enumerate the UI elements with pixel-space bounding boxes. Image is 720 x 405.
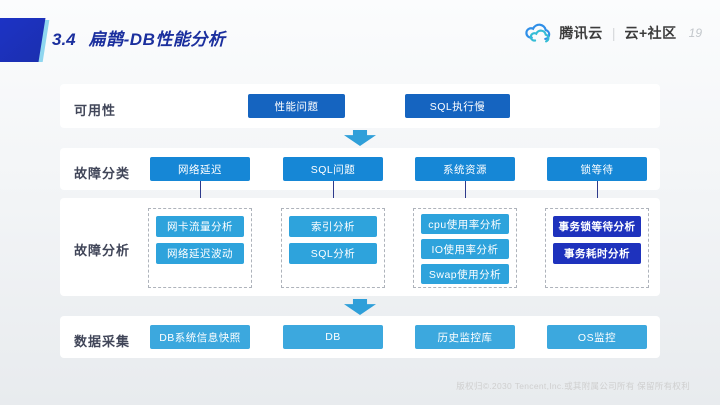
copyright-text: 版权归©.2030 Tencent,Inc.或其附属公司所有 保留所有权利: [456, 381, 690, 391]
node-db: DB: [283, 325, 383, 349]
node-sql-analysis: SQL分析: [289, 243, 377, 264]
node-system-resource: 系统资源: [415, 157, 515, 181]
node-db-snapshot: DB系统信息快照: [150, 325, 250, 349]
row-analysis-label: 故障分析: [74, 243, 131, 258]
title-accent-bar: [0, 18, 46, 62]
node-history-monitor-db: 历史监控库: [415, 325, 515, 349]
node-txn-lock-wait-analysis: 事务锁等待分析: [553, 216, 641, 237]
node-io-usage-analysis: IO使用率分析: [421, 239, 509, 259]
node-nic-traffic-analysis: 网卡流量分析: [156, 216, 244, 237]
row-collection-label: 数据采集: [74, 334, 131, 349]
row-classification-label: 故障分类: [74, 166, 131, 181]
section-title: 扁鹊-DB性能分析: [88, 30, 226, 49]
row-availability-label: 可用性: [74, 103, 117, 118]
node-performance-issue: 性能问题: [248, 94, 345, 118]
arrow-down-icon: [344, 130, 376, 146]
node-index-analysis: 索引分析: [289, 216, 377, 237]
cloud-community-wordmark: 云+社区: [624, 25, 677, 41]
node-swap-usage-analysis: Swap使用分析: [421, 264, 509, 284]
node-network-latency: 网络延迟: [150, 157, 250, 181]
arrow-down-icon: [344, 299, 376, 315]
node-lock-wait: 锁等待: [547, 157, 647, 181]
tencent-cloud-wordmark: 腾讯云: [559, 25, 603, 41]
row-availability: [60, 84, 660, 128]
node-sql-problem: SQL问题: [283, 157, 383, 181]
tencent-cloud-icon: [525, 23, 551, 43]
brand-bar: 腾讯云 | 云+社区 19: [523, 22, 702, 44]
node-cpu-usage-analysis: cpu使用率分析: [421, 214, 509, 234]
page-title: 3.4 扁鹊-DB性能分析: [52, 25, 225, 50]
section-number: 3.4: [52, 30, 76, 49]
brand-divider: |: [611, 25, 616, 41]
node-txn-time-analysis: 事务耗时分析: [553, 243, 641, 264]
node-latency-jitter-analysis: 网络延迟波动: [156, 243, 244, 264]
page-number: 19: [688, 26, 702, 40]
node-slow-sql: SQL执行慢: [405, 94, 510, 118]
node-os-monitor: OS监控: [547, 325, 647, 349]
